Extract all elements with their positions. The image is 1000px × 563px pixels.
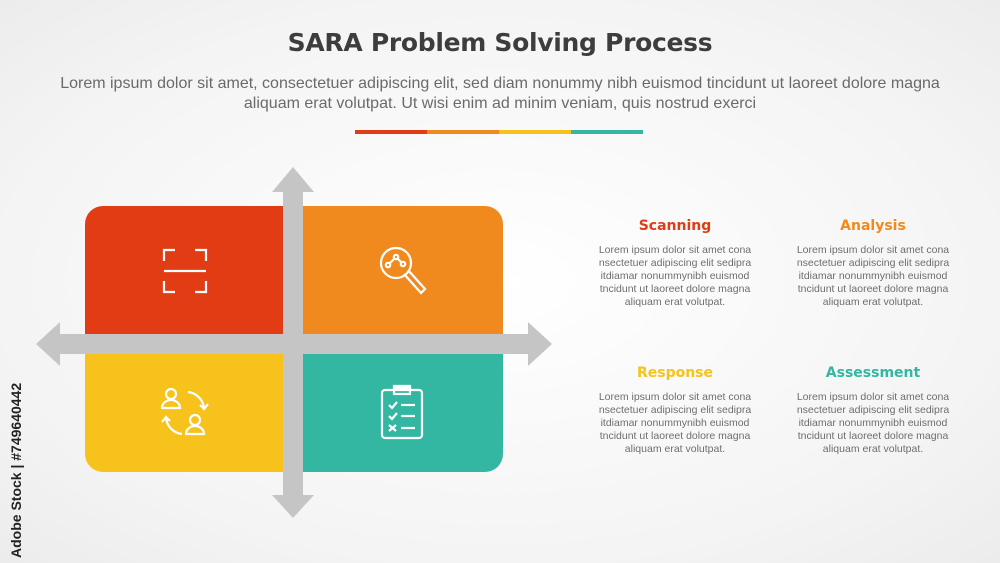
quadrant-response [85,352,285,472]
clipboard-checklist-icon [380,384,423,440]
title-bar-segment-yellow [499,130,571,134]
magnifier-analysis-icon [379,246,427,295]
item-title-analysis: Analysis [840,218,906,234]
item-assessment: Assessment Lorem ipsum dolor sit amet co… [783,365,963,456]
item-title-scanning: Scanning [638,218,712,234]
title-bar-segment-teal [571,130,643,134]
item-title-response: Response [636,365,714,381]
page-title: SARA Problem Solving Process [287,28,713,57]
quadrant-assessment [300,352,503,472]
item-title-assessment: Assessment [825,365,921,381]
page-subtitle: Lorem ipsum dolor sit amet, consectetuer… [60,75,940,112]
people-exchange-icon [160,387,209,436]
title-color-bar [355,130,643,134]
title-bar-segment-red [355,130,427,134]
item-desc-scanning: Lorem ipsum dolor sit amet cona nsectetu… [598,244,752,308]
item-response: Response Lorem ipsum dolor sit amet cona… [585,365,765,456]
title-bar-segment-orange [427,130,499,134]
horizontal-arrow [36,322,552,366]
quadrant-analysis [300,206,503,336]
stock-watermark: Adobe Stock | #749640442 [8,382,24,558]
quadrant-scanning [85,206,285,336]
item-desc-assessment: Lorem ipsum dolor sit amet cona nsectetu… [796,391,950,455]
scan-frame-icon [162,248,208,294]
item-scanning: Scanning Lorem ipsum dolor sit amet cona… [585,218,765,309]
item-desc-response: Lorem ipsum dolor sit amet cona nsectetu… [598,391,752,455]
item-analysis: Analysis Lorem ipsum dolor sit amet cona… [783,218,963,309]
item-desc-analysis: Lorem ipsum dolor sit amet cona nsectetu… [796,244,950,308]
